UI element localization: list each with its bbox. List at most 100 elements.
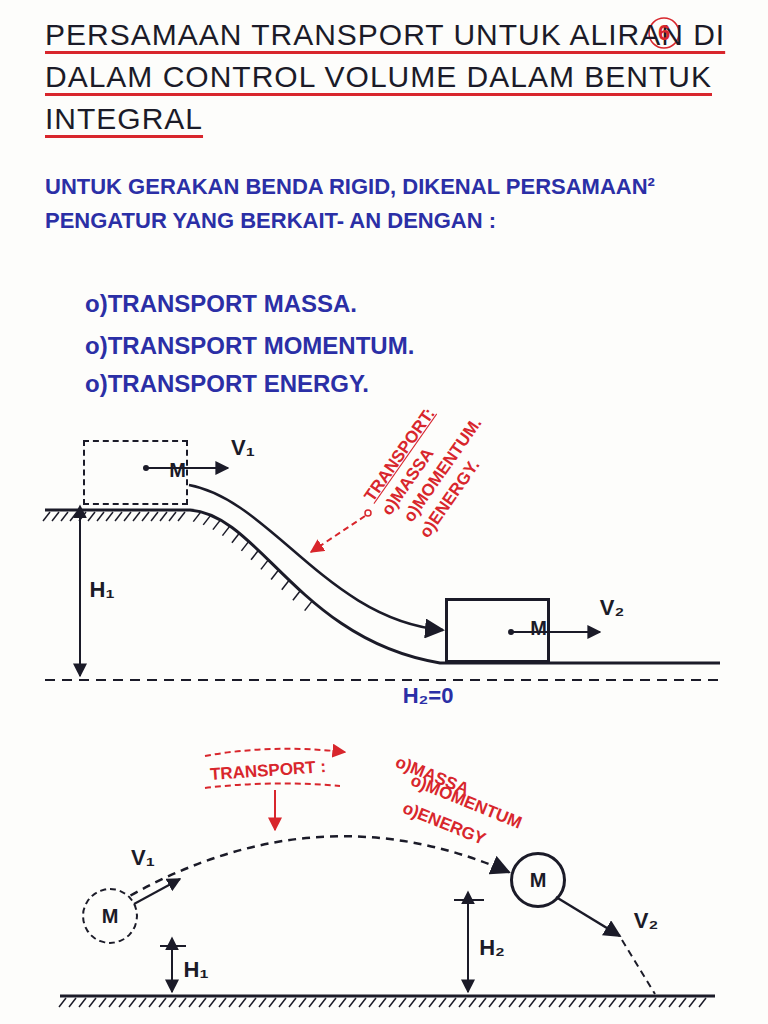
ground-hatch [203, 516, 210, 525]
mass-block-start: M [83, 440, 188, 505]
ground-hatch [669, 998, 676, 1007]
ground-hatch [133, 512, 140, 521]
ground-hatch [629, 998, 636, 1007]
ground-hatch [193, 513, 200, 522]
intro-text: UNTUK GERAKAN BENDA RIGID, DIKENAL PERSA… [45, 170, 745, 238]
callout-leader [311, 516, 365, 552]
ground-hatch [213, 521, 220, 530]
ground-hatch [559, 998, 566, 1007]
ground-hatch [509, 998, 516, 1007]
ground-hatch [99, 998, 106, 1007]
ground-hatch [239, 998, 246, 1007]
ground-hatch [160, 512, 167, 521]
ground-hatch [59, 998, 706, 1007]
ground-hatch [241, 542, 248, 551]
ground-hatch [179, 998, 186, 1007]
transport-bracket [205, 783, 340, 788]
ground-hatch [282, 581, 289, 590]
page-title: PERSAMAAN TRANSPORT UNTUK ALIRAN DI DALA… [45, 14, 745, 140]
trajectory-tail [622, 940, 655, 994]
ground-hatch [379, 998, 386, 1007]
callout-leader [365, 510, 371, 516]
list-item: o)TRANSPORT ENERGY. [85, 370, 369, 398]
ground-hatch [79, 998, 86, 1007]
height-dimension [467, 903, 469, 992]
height-dimension [454, 899, 484, 901]
ground-hatch [609, 998, 616, 1007]
ground-hatch [61, 512, 68, 521]
ground-hatch [589, 998, 596, 1007]
ground-line [60, 995, 715, 998]
ground-hatch [124, 512, 131, 521]
ground-hatch [369, 998, 376, 1007]
height-label: H₂ [479, 935, 505, 961]
ground-hatch [639, 998, 646, 1007]
ground-hatch [619, 998, 626, 1007]
ground-hatch [659, 998, 666, 1007]
ground-hatch [106, 512, 113, 521]
mass-symbol: M [169, 459, 186, 482]
ground-hatch [279, 998, 286, 1007]
mass-ball-start: M [82, 888, 138, 944]
ground-hatch [261, 560, 268, 569]
ground-hatch [305, 602, 312, 611]
ground-hatch [679, 998, 686, 1007]
ground-hatch [199, 998, 206, 1007]
ground-hatch [549, 998, 556, 1007]
ground-hatch [289, 998, 296, 1007]
ground-hatch [479, 998, 486, 1007]
ground-hatch [88, 512, 95, 521]
list-item: o)TRANSPORT MOMENTUM. [85, 332, 414, 360]
ground-hatch [349, 998, 356, 1007]
ground-hatch [169, 998, 176, 1007]
ground-hatch [309, 998, 316, 1007]
list-item: o)TRANSPORT MASSA. [85, 290, 357, 318]
velocity-arrow [511, 631, 600, 633]
ground-hatch [529, 998, 536, 1007]
ground-hatch [259, 998, 266, 1007]
ground-hatch [159, 998, 166, 1007]
ground-hatch [299, 998, 306, 1007]
transport-bracket [274, 790, 276, 830]
ground-hatch [52, 512, 59, 521]
height-dimension [171, 949, 173, 992]
ground-hatch [109, 998, 116, 1007]
ground-hatch [178, 512, 185, 521]
ground-hatch [189, 998, 196, 1007]
ground-hatch [222, 527, 229, 536]
velocity-label: V₁ [131, 845, 155, 871]
height-label: H₁ [90, 577, 115, 603]
mass-block-end: M [445, 598, 550, 663]
ground-hatch [339, 998, 346, 1007]
ground-hatch [119, 998, 126, 1007]
page-number: 6 [658, 20, 670, 46]
ground-hatch [151, 512, 158, 521]
ground-hatch [139, 998, 146, 1007]
ground-hatch [293, 591, 300, 600]
ground-hatch [70, 512, 77, 521]
ground-hatch [129, 998, 136, 1007]
ground-hatch [149, 998, 156, 1007]
ground-hatch [399, 998, 406, 1007]
ground-hatch [43, 512, 312, 611]
height-dimension [79, 517, 81, 676]
mass-symbol: M [530, 869, 547, 892]
ground-hatch [579, 998, 586, 1007]
ground-hatch [689, 998, 696, 1007]
ground-hatch [232, 534, 239, 543]
ground-hatch [229, 998, 236, 1007]
ground-hatch [699, 998, 706, 1007]
ground-hatch [115, 512, 122, 521]
velocity-label: V₂ [634, 908, 658, 934]
height-label: H₂=0 [403, 683, 454, 709]
ground-hatch [649, 998, 656, 1007]
ground-hatch [271, 570, 278, 579]
ground-hatch [43, 512, 50, 521]
ground-hatch [59, 998, 66, 1007]
ground-hatch [249, 998, 256, 1007]
height-dimension [160, 945, 186, 947]
ground-hatch [569, 998, 576, 1007]
ground-hatch [459, 998, 466, 1007]
velocity-label: V₁ [231, 435, 255, 461]
ground-hatch [439, 998, 446, 1007]
